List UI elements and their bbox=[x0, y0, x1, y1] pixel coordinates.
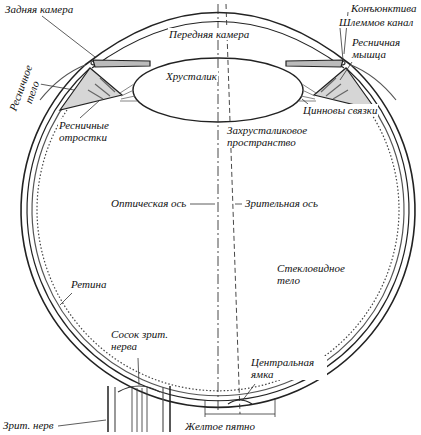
part-label: Цинновы связки bbox=[302, 104, 378, 116]
part-label: Конъюнктива bbox=[350, 2, 417, 14]
chamber-label: Задняя камера bbox=[4, 3, 74, 15]
part-label: Сосок зрит. нерва bbox=[110, 328, 182, 352]
part-label: Ретина bbox=[70, 278, 107, 290]
part-label: Ресничные отростки bbox=[58, 119, 130, 143]
part-label: Шлеммов канал bbox=[338, 16, 414, 28]
part-label: Ресничное тело bbox=[4, 57, 48, 123]
chamber-label: Передняя камера bbox=[168, 28, 250, 40]
part-label: Желтое пятно bbox=[184, 420, 256, 432]
axis-label: Оптическая ось bbox=[110, 197, 187, 209]
axis-label: Зрительная ось bbox=[244, 197, 319, 209]
part-label: Центральная ямка bbox=[250, 356, 327, 380]
part-label: Ресничная мышца bbox=[351, 36, 419, 60]
part-label: Зрит. нерв bbox=[2, 419, 55, 431]
space-label: Захрусталиковое пространство bbox=[226, 124, 328, 148]
part-label: Хрусталик bbox=[165, 70, 218, 82]
part-label: Стекловидное тело bbox=[276, 262, 348, 286]
